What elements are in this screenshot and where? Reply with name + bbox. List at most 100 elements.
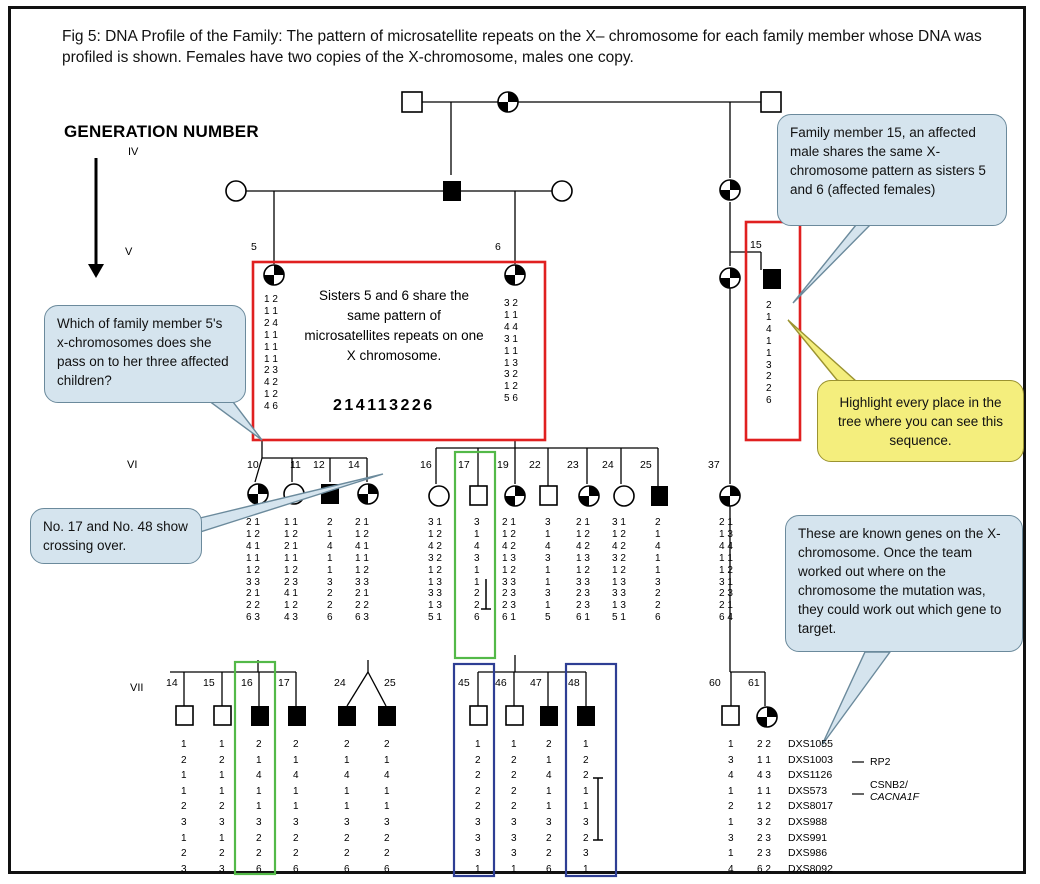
member-number-vi-24: 24 bbox=[602, 459, 614, 471]
member-48-blue-box bbox=[564, 662, 618, 878]
marker-name: DXS991 bbox=[788, 831, 828, 844]
member-15-affected-male bbox=[763, 269, 781, 289]
haplotype-vii-47: 2 1 4 1 1 3 2 2 6 bbox=[546, 739, 552, 875]
member-vii-16-affected bbox=[251, 706, 269, 726]
generation-arrow bbox=[88, 158, 104, 278]
member-vii-16-green-box bbox=[233, 660, 277, 876]
iv-carrier-female bbox=[497, 91, 519, 113]
figure-frame bbox=[8, 6, 1026, 874]
member-vii-47-affected bbox=[540, 706, 558, 726]
marker-name: DXS986 bbox=[788, 847, 828, 860]
marker-name: DXS573 bbox=[788, 784, 828, 797]
member-vii-45-unaffected bbox=[469, 705, 488, 726]
haplotype-vi-24: 3 1 1 2 4 2 3 2 1 2 1 3 3 3 1 3 5 1 bbox=[612, 517, 626, 624]
haplotype-vii-25: 2 1 4 1 1 3 2 2 6 bbox=[384, 739, 390, 875]
member-number-vi-25: 25 bbox=[640, 459, 652, 471]
member-number-vii-47: 47 bbox=[530, 677, 542, 689]
member15-callout: Family member 15, an affected male share… bbox=[777, 114, 1007, 226]
iv-male-unaffected bbox=[401, 91, 423, 113]
haplotype-vi-14: 2 1 1 2 4 1 1 1 1 2 3 3 2 1 2 2 6 3 bbox=[355, 517, 369, 624]
member-number-vii-61: 61 bbox=[748, 677, 760, 689]
genes-callout-tail bbox=[821, 651, 892, 746]
member-number-vii-17: 17 bbox=[278, 677, 290, 689]
member-vi-37-carrier bbox=[719, 485, 741, 507]
haplotype-vii-60: 1 3 4 1 2 1 3 1 4 bbox=[728, 739, 734, 875]
v-male-affected bbox=[443, 181, 461, 201]
member-number-vi-37: 37 bbox=[708, 459, 720, 471]
member-number-15: 15 bbox=[750, 239, 762, 251]
member-number-vi-19: 19 bbox=[497, 459, 509, 471]
marker-name: DXS8017 bbox=[788, 800, 833, 813]
v-female-unaffected-right bbox=[551, 180, 573, 202]
member-number-vii-46: 46 bbox=[495, 677, 507, 689]
which-chromosome-callout: Which of family member 5's x-chromosomes… bbox=[44, 305, 246, 403]
haplotype-vi-11: 1 1 1 2 2 1 1 1 1 2 2 3 4 1 1 2 4 3 bbox=[284, 517, 298, 624]
marker-name: DXS1055 bbox=[788, 738, 833, 750]
member-vii-24-affected bbox=[338, 706, 356, 726]
highlight-sequence-callout: Highlight every place in the tree where … bbox=[817, 380, 1024, 462]
haplotype-vii-46: 1 2 2 2 2 3 3 3 1 bbox=[511, 739, 517, 875]
marker-name: DXS8092 bbox=[788, 862, 833, 875]
haplotype-vii-15: 1 2 1 1 2 3 1 2 3 bbox=[219, 739, 225, 875]
member-vii-14-unaffected bbox=[175, 705, 194, 726]
member-number-6: 6 bbox=[495, 241, 501, 253]
haplotype-vii-17: 2 1 4 1 1 3 2 2 6 bbox=[293, 739, 299, 875]
member-17-green-box bbox=[453, 450, 497, 660]
haplotype-member-6: 3 2 1 1 4 4 3 1 1 1 1 3 3 2 1 2 5 6 bbox=[504, 298, 518, 405]
member-vi-22-unaffected bbox=[539, 485, 558, 506]
iv-male-unaffected-right bbox=[760, 91, 782, 113]
v-carrier-female-37-mother bbox=[719, 267, 741, 289]
member-number-vi-22: 22 bbox=[529, 459, 541, 471]
haplotype-vi-25: 2 1 4 1 1 3 2 2 6 bbox=[655, 517, 661, 624]
member-vii-60-unaffected bbox=[721, 705, 740, 726]
member-number-vii-14: 14 bbox=[166, 677, 178, 689]
generation-v-label: V bbox=[125, 246, 133, 258]
haplotype-vi-19: 2 1 1 2 4 2 1 3 1 2 3 3 2 3 2 3 6 1 bbox=[502, 517, 516, 624]
member-number-5: 5 bbox=[251, 241, 257, 253]
member-number-vii-16: 16 bbox=[241, 677, 253, 689]
haplotype-vi-22: 3 1 4 3 1 1 3 1 5 bbox=[545, 517, 551, 624]
member-vii-25-affected bbox=[378, 706, 396, 726]
member-vi-10-carrier bbox=[247, 483, 269, 505]
haplotype-vi-16: 3 1 1 2 4 2 3 2 1 2 1 3 3 3 1 3 5 1 bbox=[428, 517, 442, 624]
haplotype-vii-16: 2 1 4 1 1 3 2 2 6 bbox=[256, 739, 262, 875]
member-vii-48-affected bbox=[577, 706, 595, 726]
member-number-vi-11: 11 bbox=[290, 459, 301, 471]
member-number-vii-48: 48 bbox=[568, 677, 580, 689]
member-vi-17-unaffected bbox=[469, 485, 488, 506]
generation-v-vi-lines bbox=[254, 288, 731, 486]
member15-callout-tail bbox=[792, 219, 877, 304]
member-5-carrier bbox=[263, 264, 285, 286]
haplotype-vi-23: 2 1 1 2 4 2 1 3 1 2 3 3 2 3 2 3 6 1 bbox=[576, 517, 590, 624]
haplotype-member-15: 2 1 4 1 1 3 2 2 6 bbox=[766, 300, 772, 407]
member-vi-25-affected bbox=[651, 486, 668, 506]
member-6-carrier bbox=[504, 264, 526, 286]
generation-iv-label: IV bbox=[128, 146, 139, 158]
haplotype-vi-12: 2 1 4 1 1 3 2 2 6 bbox=[327, 517, 333, 624]
member-vii-61-carrier bbox=[756, 706, 778, 728]
member-vii-46-unaffected bbox=[505, 705, 524, 726]
member-vi-14-carrier bbox=[357, 483, 379, 505]
haplotype-vii-14: 1 2 1 1 2 3 1 2 3 bbox=[181, 739, 187, 875]
member-number-vii-60: 60 bbox=[709, 677, 721, 689]
member-number-vi-14: 14 bbox=[348, 459, 360, 471]
haplotype-vii-45: 1 2 2 2 2 3 3 3 1 bbox=[475, 739, 481, 875]
marker-name: DXS988 bbox=[788, 815, 828, 828]
member-number-vi-17: 17 bbox=[458, 459, 470, 471]
sisters-explanation: Sisters 5 and 6 share the same pattern o… bbox=[304, 288, 484, 363]
gene-cacna1f: CACNA1F bbox=[870, 791, 920, 803]
figure-title: Fig 5: DNA Profile of the Family: The pa… bbox=[62, 28, 982, 66]
generation-number-label: GENERATION NUMBER bbox=[64, 122, 259, 141]
member-number-vi-16: 16 bbox=[420, 459, 432, 471]
member-number-vii-15: 15 bbox=[203, 677, 215, 689]
haplotype-vii-61: 2 2 1 1 4 3 1 1 1 2 3 2 2 3 2 3 6 2 bbox=[757, 739, 771, 875]
haplotype-vii-48: 1 2 2 1 1 3 2 3 1 bbox=[583, 739, 589, 875]
generation-iv-lines bbox=[246, 101, 762, 270]
member-vi-24-unaffected bbox=[613, 485, 635, 507]
member-vii-17-affected bbox=[288, 706, 306, 726]
gene-rp2: RP2 bbox=[870, 756, 891, 768]
member-number-vii-25: 25 bbox=[384, 677, 396, 689]
crossing-over-callout: No. 17 and No. 48 show crossing over. bbox=[30, 508, 202, 564]
